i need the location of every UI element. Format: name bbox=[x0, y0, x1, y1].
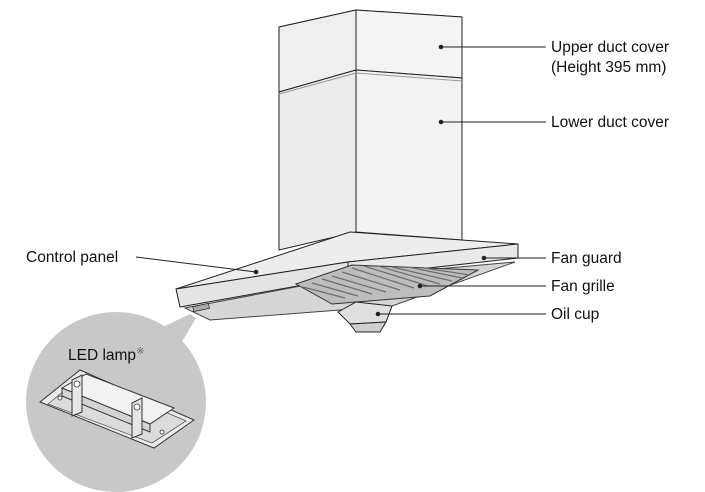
upper-duct-cover-label: Upper duct cover bbox=[551, 38, 669, 57]
oil-cup bbox=[337, 301, 393, 333]
upper-duct-cover bbox=[278, 9, 463, 93]
lower-duct-cover-text: Lower duct cover bbox=[551, 114, 670, 131]
fan-grille-text: Fan grille bbox=[551, 278, 615, 295]
led-lamp-label: LED lamp※ bbox=[68, 342, 144, 365]
led-lamp-note-mark: ※ bbox=[136, 346, 145, 357]
led-lamp-marks bbox=[192, 302, 210, 313]
led-lamp-text: LED lamp bbox=[68, 347, 137, 365]
lower-duct-cover bbox=[278, 69, 463, 251]
fan-guard-label: Fan guard bbox=[551, 249, 622, 268]
control-panel-text: Control panel bbox=[26, 249, 119, 266]
fan-guard-text: Fan guard bbox=[551, 250, 622, 267]
upper-duct-cover-text: Upper duct cover bbox=[551, 39, 670, 56]
fan-grille bbox=[294, 264, 480, 305]
led-lamp-inset bbox=[26, 312, 206, 492]
leader-lines bbox=[135, 44, 546, 317]
fan-grille-label: Fan grille bbox=[551, 277, 615, 296]
oil-cup-text: Oil cup bbox=[551, 306, 600, 323]
upper-duct-height-text: (Height 395 mm) bbox=[551, 59, 667, 76]
oil-cup-label: Oil cup bbox=[551, 305, 599, 324]
control-panel-label: Control panel bbox=[26, 248, 118, 267]
lower-duct-cover-label: Lower duct cover bbox=[551, 113, 669, 132]
upper-duct-height-label: (Height 395 mm) bbox=[551, 58, 666, 77]
